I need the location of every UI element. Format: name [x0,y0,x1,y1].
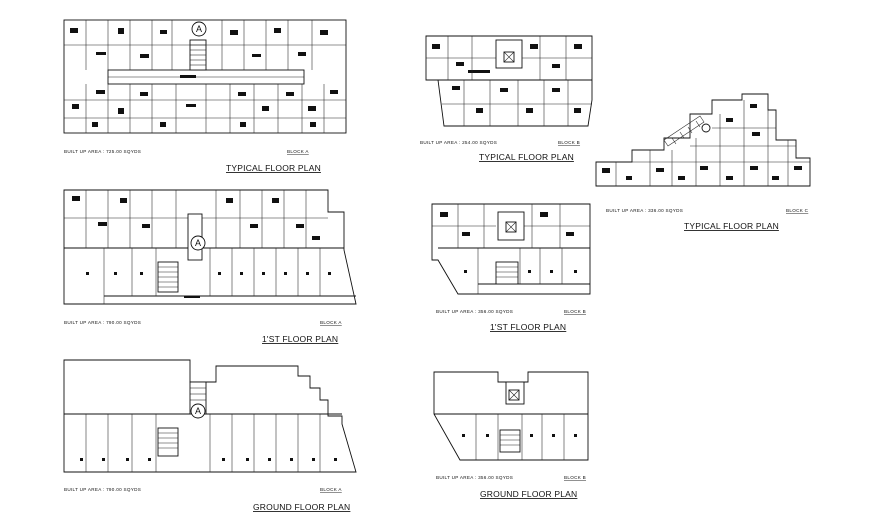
block-label-c-typical: BLOCK C [786,208,809,213]
block-marker-a-first: A [195,238,201,248]
plan-title-a-first: 1'ST FLOOR PLAN [262,334,338,344]
plan-title-b-typical: TYPICAL FLOOR PLAN [479,152,574,162]
plan-title-c-typical: TYPICAL FLOOR PLAN [684,221,779,231]
block-label-a-typical: BLOCK A [287,149,309,154]
plan-title-a-ground: GROUND FLOOR PLAN [253,502,350,512]
plan-title-a-typical: TYPICAL FLOOR PLAN [226,163,321,173]
area-label-a-typical: BUILT UP AREA : 725.00 SQYDS [64,149,141,154]
area-label-b-ground: BUILT UP AREA : 356.00 SQYDS [436,475,513,480]
plan-block-a-ground: A BUILT UP AREA : 790.00 SQYDS BLOCK A G… [63,359,357,512]
block-label-b-ground: BLOCK B [564,475,586,480]
block-label-a-ground: BLOCK A [320,487,342,492]
plan-block-b-typical: BUILT UP AREA : 254.00 SQYDS BLOCK B TYP… [420,35,593,162]
area-label-a-ground: BUILT UP AREA : 790.00 SQYDS [64,487,141,492]
area-label-c-typical: BUILT UP AREA : 336.00 SQYDS [606,208,683,213]
plan-block-c-typical: BUILT UP AREA : 336.00 SQYDS BLOCK C TYP… [595,93,811,231]
area-label-a-first: BUILT UP AREA : 790.00 SQYDS [64,320,141,325]
block-marker-a-ground: A [195,406,201,416]
plan-title-b-first: 1'ST FLOOR PLAN [490,322,566,332]
block-marker-a-typical: A [196,24,202,34]
plan-block-b-ground: BUILT UP AREA : 356.00 SQYDS BLOCK B GRO… [433,371,589,499]
block-label-a-first: BLOCK A [320,320,342,325]
plan-block-a-typical: A BUILT UP AREA : 725.00 SQYDS BLOCK A T… [63,19,347,173]
block-label-b-typical: BLOCK B [558,140,580,145]
area-label-b-typical: BUILT UP AREA : 254.00 SQYDS [420,140,497,145]
plan-block-b-first: BUILT UP AREA : 356.00 SQYDS BLOCK B 1'S… [431,203,591,332]
block-label-b-first: BLOCK B [564,309,586,314]
plan-title-b-ground: GROUND FLOOR PLAN [480,489,577,499]
plan-block-a-first: A BUILT UP AREA : 790.00 SQYDS BLOCK A 1… [63,189,357,344]
area-label-b-first: BUILT UP AREA : 356.00 SQYDS [436,309,513,314]
